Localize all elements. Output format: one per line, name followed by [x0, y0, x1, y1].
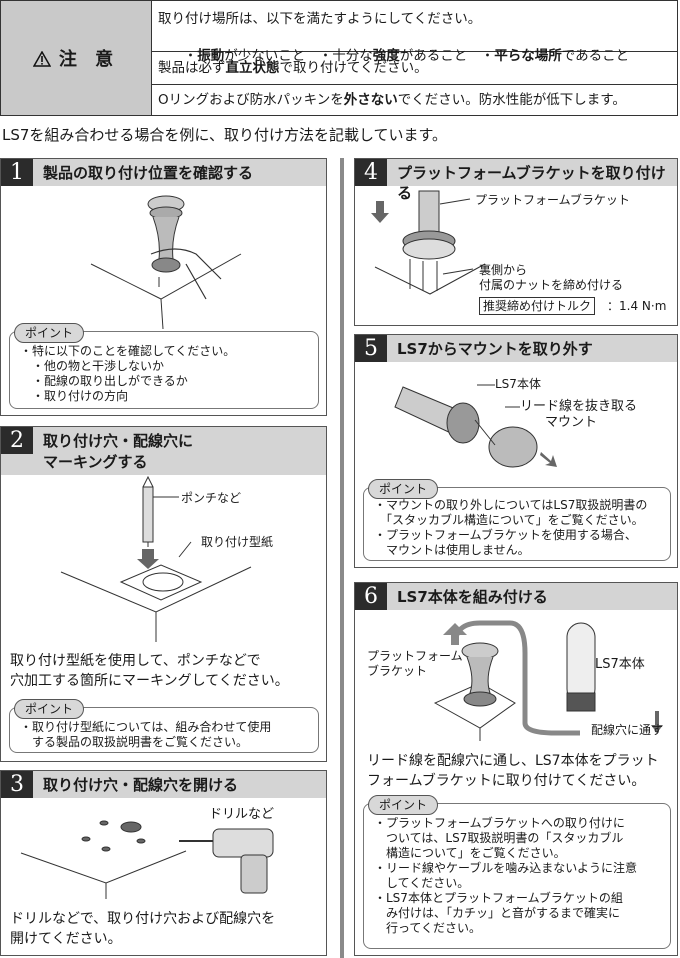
list-item: ・プラットフォームブラケットへの取り付けに — [374, 816, 625, 830]
list-item: ついては、LS7取扱説明書の「スタッカブル — [374, 831, 624, 845]
caution-row-oring: Oリングおよび防水パッキンを外さないでください。防水性能が低下します。 — [158, 92, 626, 108]
step2-title-line1: 取り付け穴・配線穴に — [43, 432, 194, 450]
arrow-icon — [540, 452, 557, 467]
step5-number: 5 — [355, 335, 387, 362]
caution-row-location-line2: ・振動が少ないこと ・十分な強度があること ・平らな場所であること — [183, 48, 630, 64]
list-item: ・配線の取り出しができるか — [20, 374, 188, 388]
step4-header: 4 プラットフォームブラケットを取り付ける — [355, 159, 677, 202]
list-item: 構造について」をご覧ください。 — [374, 846, 566, 860]
step2-panel: 2 取り付け穴・配線穴に マーキングする ポンチなど 取り付け型紙 取り付け型紙… — [0, 426, 327, 762]
step1-illustration — [90, 195, 242, 330]
step3-header: 3 取り付け穴・配線穴を開ける — [1, 771, 326, 798]
step2-title-line2: マーキングする — [43, 453, 148, 471]
step4-title: プラットフォームブラケットを取り付ける — [397, 164, 666, 202]
step6-illustration — [433, 620, 663, 741]
step1-title: 製品の取り付け位置を確認する — [43, 164, 254, 182]
step6-point-list: ・プラットフォームブラケットへの取り付けに ついては、LS7取扱説明書の「スタッ… — [374, 816, 637, 936]
step5-illustration — [394, 384, 557, 468]
step5-label-body: LS7本体 — [495, 377, 541, 391]
step2-number: 2 — [1, 427, 33, 454]
step6-point-box: ポイント ・プラットフォームブラケットへの取り付けに ついては、LS7取扱説明書… — [363, 795, 671, 949]
step2-label-punch: ポンチなど — [181, 491, 242, 505]
list-item: 「スタッカブル構造について」をご覧ください。 — [374, 513, 644, 527]
caution-row-upright: 製品は必ず直立状態で取り付けてください。 — [152, 52, 678, 85]
step5-point-box: ポイント ・マウントの取り外しについてはLS7取扱説明書の 「スタッカブル構造に… — [363, 479, 671, 561]
step3-label-drill: ドリルなど — [209, 807, 275, 822]
step5-point-list: ・マウントの取り外しについてはLS7取扱説明書の 「スタッカブル構造について」を… — [374, 498, 647, 558]
step5-point-tag: ポイント — [368, 479, 439, 499]
step5-title: LS7からマウントを取り外す — [397, 340, 593, 358]
step4-number: 4 — [355, 159, 387, 186]
step3-illustration — [20, 820, 274, 899]
step6-point-tag: ポイント — [368, 795, 439, 815]
step1-panel: 1 製品の取り付け位置を確認する ポイント ・特に以下のことを確認してください。… — [0, 158, 327, 416]
down-arrow-icon — [651, 711, 663, 733]
list-item: ・プラットフォームブラケットを使用する場合、 — [374, 528, 637, 542]
step6-body: リード線を配線穴に通し、LS7本体をプラット フォームブラケットに取り付けてくだ… — [367, 753, 659, 789]
step3-number: 3 — [1, 771, 33, 798]
step6-label-bracket: プラットフォーム ブラケット — [367, 649, 463, 678]
step4-label-nut: 裏側から 付属のナットを締め付ける — [479, 263, 624, 292]
step6-label-body: LS7本体 — [595, 657, 645, 672]
list-item: 行ってください。 — [374, 921, 482, 935]
step5-panel: 5 LS7からマウントを取り外す LS7本体 リード線を抜き取る マウント ポイ… — [354, 334, 678, 568]
step2-label-template: 取り付け型紙 — [201, 535, 274, 549]
step2-point-tag: ポイント — [14, 699, 85, 719]
intro-text: LS7を組み合わせる場合を例に、取り付け方法を記載しています。 — [2, 126, 448, 144]
step4-label-bracket: プラットフォームブラケット — [475, 193, 630, 207]
step3-body: ドリルなどで、取り付け穴および配線穴を 開けてください。 — [10, 911, 276, 947]
list-item: み付けは、「カチッ」と音がするまで確実に — [374, 906, 621, 920]
step4-panel: 4 プラットフォームブラケットを取り付ける プラットフォームブラケット 裏側から… — [354, 158, 678, 326]
step2-body: 取り付け型紙を使用して、ポンチなどで 穴加工する箇所にマーキングしてください。 — [10, 653, 289, 689]
caution-header: 注 意 — [1, 1, 152, 115]
step1-number: 1 — [1, 159, 33, 186]
warning-icon — [32, 48, 52, 69]
step1-point-list: ・特に以下のことを確認してください。 ・他の物と干渉しないか ・配線の取り出しが… — [20, 344, 235, 404]
down-arrow-icon — [371, 201, 389, 223]
step1-point-tag: ポイント — [14, 323, 85, 343]
list-item: ・他の物と干渉しないか — [20, 359, 165, 373]
step4-torque-value: ：1.4 N·m — [607, 299, 667, 313]
down-arrow-icon — [137, 549, 159, 569]
up-arrow-icon — [443, 623, 467, 645]
step6-title: LS7本体を組み付ける — [397, 588, 548, 606]
list-item: マウントは使用しません。 — [374, 543, 530, 557]
list-item: ・リード線やケーブルを噛み込まないように注意 — [374, 861, 638, 875]
list-item: ・取り付け型紙については、組み合わせて使用 — [20, 720, 272, 734]
step5-label-mount: マウント — [545, 415, 598, 430]
step1-point-box: ポイント ・特に以下のことを確認してください。 ・他の物と干渉しないか ・配線の… — [9, 323, 319, 409]
column-divider — [340, 158, 344, 958]
caution-row-location: 取り付け場所は、以下を満たすようにしてください。 ・振動が少ないこと ・十分な強… — [152, 1, 678, 64]
step5-header: 5 LS7からマウントを取り外す — [355, 335, 677, 362]
list-item: ・LS7本体とプラットフォームブラケットの組 — [374, 891, 623, 905]
step4-illustration — [371, 190, 486, 295]
caution-table: 注 意 取り付け場所は、以下を満たすようにしてください。 ・振動が少ないこと ・… — [0, 0, 678, 116]
step2-illustration — [60, 475, 252, 642]
step3-title: 取り付け穴・配線穴を開ける — [43, 776, 239, 794]
list-item: ・マウントの取り外しについてはLS7取扱説明書の — [374, 498, 648, 512]
step5-label-lead: リード線を抜き取る — [520, 399, 638, 414]
step6-label-hole: 配線穴に通す — [591, 723, 664, 737]
caution-row-location-line1: 取り付け場所は、以下を満たすようにしてください。 — [158, 11, 482, 27]
list-item: ・取り付けの方向 — [20, 389, 129, 403]
step6-number: 6 — [355, 583, 387, 610]
caution-title: 注 意 — [58, 49, 120, 70]
step3-panel: 3 取り付け穴・配線穴を開ける ドリルなど ドリルなどで、取り付け穴および配線穴… — [0, 770, 327, 956]
list-item: ・特に以下のことを確認してください。 — [20, 344, 236, 358]
step1-header: 1 製品の取り付け位置を確認する — [1, 159, 326, 186]
step2-header: 2 取り付け穴・配線穴に マーキングする — [1, 427, 326, 475]
step2-point-box: ポイント ・取り付け型紙については、組み合わせて使用 する製品の取扱説明書をご覧… — [9, 699, 319, 753]
step4-torque-label: 推奨締め付けトルク — [479, 297, 596, 315]
list-item: してください。 — [374, 876, 470, 890]
step2-point-list: ・取り付け型紙については、組み合わせて使用 する製品の取扱説明書をご覧ください。 — [20, 720, 271, 750]
step6-panel: 6 LS7本体を組み付ける プラットフォーム ブラケット LS7本体 配線穴に通… — [354, 582, 678, 956]
step6-header: 6 LS7本体を組み付ける — [355, 583, 677, 610]
list-item: する製品の取扱説明書をご覧ください。 — [20, 735, 249, 749]
